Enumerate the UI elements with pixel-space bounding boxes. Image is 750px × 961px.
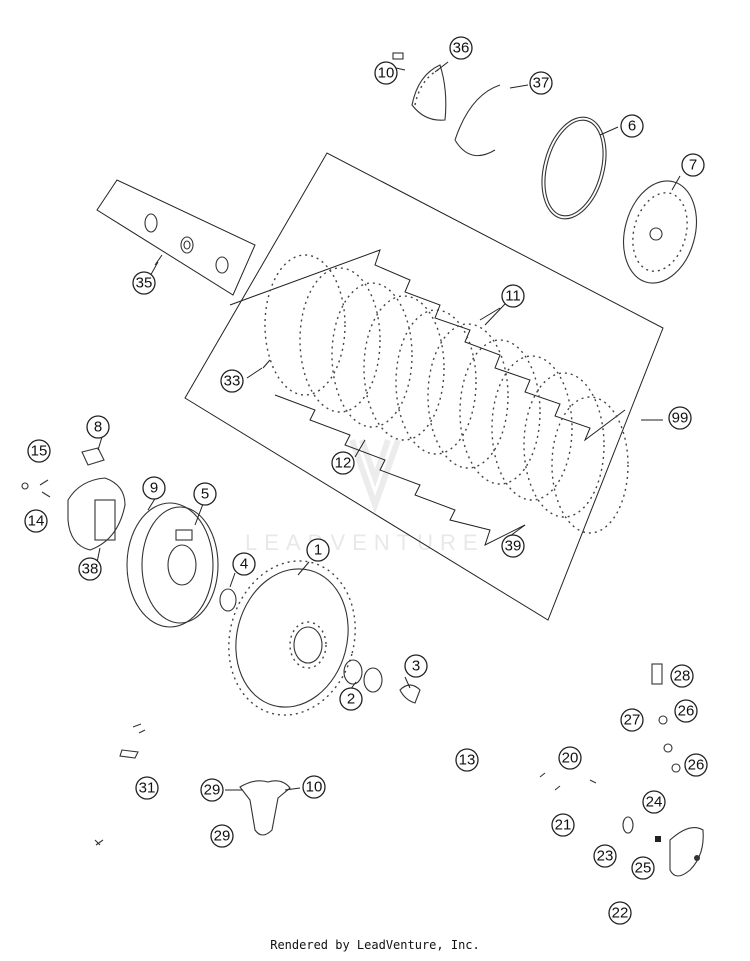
callout-26-top[interactable]: 26 [674,699,698,723]
callout-label: 35 [136,275,153,292]
callout-2[interactable]: 2 [339,687,363,711]
callout-8[interactable]: 8 [86,415,110,439]
callout-4[interactable]: 4 [232,552,256,576]
callout-label: 39 [505,538,522,555]
callout-label: 28 [674,668,691,685]
callout-label: 13 [459,752,476,769]
callout-label: 20 [562,750,579,767]
callout-31[interactable]: 31 [135,776,159,800]
callout-label: 31 [139,780,156,797]
callout-21[interactable]: 21 [551,813,575,837]
callout-10-top[interactable]: 10 [374,61,398,85]
callout-29-bottom[interactable]: 29 [210,824,234,848]
callout-99[interactable]: 99 [668,406,692,430]
callout-label: 6 [628,118,636,135]
callout-label: 21 [555,817,572,834]
callout-label: 12 [335,455,352,472]
callout-label: 29 [204,782,221,799]
callout-39[interactable]: 39 [501,534,525,558]
callout-label: 29 [214,828,231,845]
callout-label: 1 [314,542,322,559]
clutch-pack-box [184,152,664,621]
callout-29-top[interactable]: 29 [200,778,224,802]
footer-credit: Rendered by LeadVenture, Inc. [270,938,480,952]
callout-13[interactable]: 13 [455,748,479,772]
callout-label: 15 [31,443,48,460]
callout-27[interactable]: 27 [620,708,644,732]
callout-3[interactable]: 3 [404,654,428,678]
clutch-plates [264,254,629,534]
callout-15[interactable]: 15 [27,439,51,463]
callout-label: 8 [94,419,102,436]
callout-33[interactable]: 33 [220,369,244,393]
callout-label: 10 [306,779,323,796]
callout-7[interactable]: 7 [681,153,705,177]
callout-label: 38 [82,561,99,578]
callout-6[interactable]: 6 [620,114,644,138]
callout-label: 27 [624,712,641,729]
callout-label: 4 [240,556,248,573]
callout-label: 11 [505,288,521,305]
callout-10-bottom[interactable]: 10 [302,775,326,799]
bearing-set-bracket [96,179,256,296]
primary-gear [228,560,421,716]
watermark-text: LEADVENTURE [245,530,485,555]
callout-11[interactable]: 11 [501,284,525,308]
callout-label: 22 [612,905,629,922]
callout-23[interactable]: 23 [593,844,617,868]
callout-label: 9 [150,480,158,497]
callout-38[interactable]: 38 [78,557,102,581]
callout-36[interactable]: 36 [449,36,473,60]
callout-label: 23 [597,848,614,865]
callout-14[interactable]: 14 [24,509,48,533]
callout-24[interactable]: 24 [642,790,666,814]
callout-label: 26 [678,703,695,720]
left-parts [21,447,237,628]
callout-12[interactable]: 12 [331,451,355,475]
callout-label: 10 [378,65,395,82]
callout-label: 99 [672,410,689,427]
callout-1[interactable]: 1 [306,538,330,562]
callout-35[interactable]: 35 [132,271,156,295]
callout-label: 14 [28,513,45,530]
callout-label: 25 [635,860,652,877]
leader-lines [94,61,681,791]
callout-label: 2 [347,691,355,708]
callout-label: 36 [453,40,470,57]
callout-9[interactable]: 9 [142,476,166,500]
callout-label: 5 [201,486,209,503]
top-parts [392,52,697,284]
callout-28[interactable]: 28 [670,664,694,688]
callout-label: 3 [412,658,420,675]
callout-label: 37 [533,75,550,92]
callout-label: 33 [224,373,241,390]
callout-26-bottom[interactable]: 26 [684,753,708,777]
callout-20[interactable]: 20 [558,746,582,770]
bottom-parts [94,663,704,877]
callout-25[interactable]: 25 [631,856,655,880]
callout-22[interactable]: 22 [608,901,632,925]
callout-label: 7 [689,157,697,174]
callout-37[interactable]: 37 [529,71,553,95]
callout-label: 24 [646,794,663,811]
callout-label: 26 [688,757,705,774]
callout-5[interactable]: 5 [193,482,217,506]
